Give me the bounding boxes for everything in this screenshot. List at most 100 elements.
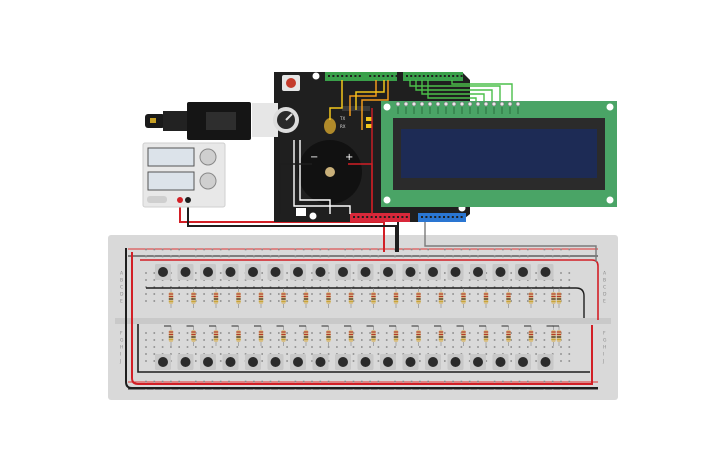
header-pin (401, 216, 404, 218)
power-supply-display-2 (147, 171, 195, 191)
terminal-hole (294, 293, 297, 295)
terminal-hole (377, 286, 380, 288)
pushbutton-cap (293, 267, 303, 277)
header-pin (438, 216, 441, 218)
terminal-hole (336, 293, 338, 295)
terminal-hole (468, 360, 471, 362)
pushbutton-cap (383, 357, 393, 367)
power-supply-switch[interactable] (147, 196, 167, 203)
terminal-hole (228, 339, 230, 341)
power-supply-knob-voltage[interactable] (199, 148, 217, 166)
terminal-hole (369, 332, 371, 334)
terminal-hole (493, 339, 496, 341)
resistor-band (236, 298, 241, 300)
terminal-hole (195, 279, 197, 281)
terminal-hole (161, 286, 164, 288)
header-pin (391, 75, 394, 77)
terminal-hole (344, 332, 346, 334)
pushbutton-cap (540, 357, 551, 367)
rail-hole (352, 380, 355, 383)
pushbutton-cap (338, 357, 348, 367)
terminal-hole (278, 300, 280, 302)
wire-yellow-1 (355, 80, 385, 110)
resistor-band (281, 300, 286, 303)
rail-hole (369, 255, 371, 258)
resistor-band (371, 338, 376, 341)
terminal-hole (269, 300, 272, 302)
terminal-hole (344, 300, 346, 302)
terminal-hole (145, 272, 147, 274)
terminal-hole (377, 339, 380, 341)
terminal-hole (394, 279, 396, 281)
rail-hole (352, 248, 355, 251)
terminal-hole (261, 353, 263, 355)
rx-label: RX (340, 124, 346, 129)
power-supply-icon (142, 142, 226, 208)
resistor-band (483, 338, 489, 341)
resistor-band (348, 295, 354, 298)
rail-hole (527, 380, 529, 383)
terminal-hole (568, 272, 571, 274)
pushbutton-cap (450, 267, 461, 277)
resistor-band (506, 295, 511, 298)
row-letter: C (603, 285, 606, 291)
resistor-band (416, 293, 421, 295)
resistor-band (438, 295, 444, 298)
rail-hole (444, 380, 446, 383)
terminal-hole (286, 272, 288, 274)
rail-hole (211, 380, 214, 383)
resistor-band (551, 338, 556, 341)
terminal-hole (186, 286, 189, 288)
row-letter: I (120, 352, 121, 358)
terminal-hole (269, 286, 272, 288)
rail-hole (244, 255, 247, 258)
resistor-band (393, 338, 399, 341)
resistor-band (236, 338, 241, 341)
header-pin (410, 75, 413, 77)
lcd-pin-trace (501, 107, 503, 114)
resistor-band (393, 333, 399, 336)
terminal-hole (145, 286, 147, 288)
terminal-hole (502, 346, 504, 348)
terminal-hole (352, 360, 355, 362)
row-letter: B (120, 278, 123, 284)
lcd-pin (467, 101, 473, 107)
rail-hole (344, 255, 346, 258)
resistor-band (168, 293, 174, 295)
resistor-band (236, 331, 241, 333)
lcd-pin (403, 101, 409, 107)
resistor-band (326, 300, 331, 303)
terminal-hole (336, 300, 338, 302)
resistor-band (416, 295, 421, 298)
terminal-hole (352, 286, 355, 288)
header-pin (451, 216, 454, 218)
rail-hole (219, 380, 222, 383)
resistor-band (326, 333, 331, 336)
resistor-band (461, 293, 466, 295)
wire-black-mid (146, 287, 585, 318)
terminal-hole (468, 332, 471, 334)
terminal-hole (568, 346, 571, 348)
terminal-hole (294, 339, 297, 341)
terminal-hole (269, 339, 272, 341)
row-letter: J (602, 359, 604, 365)
terminal-hole (286, 286, 288, 288)
terminal-hole (485, 346, 488, 348)
terminal-hole (385, 332, 388, 334)
header-pin (400, 75, 402, 77)
header-pin (431, 75, 434, 77)
rail-hole (170, 255, 172, 258)
terminal-hole (477, 293, 479, 295)
resistor-band (551, 300, 556, 303)
terminal-hole (195, 293, 197, 295)
header-pin (414, 75, 417, 77)
terminal-hole (203, 339, 205, 341)
terminal-hole (261, 272, 263, 274)
lcd-pin-trace (445, 107, 447, 114)
lcd-pin (427, 101, 433, 107)
power-supply-knob-current[interactable] (199, 172, 217, 190)
terminal-hole (377, 353, 380, 355)
terminal-hole (352, 293, 355, 295)
terminal-hole (568, 332, 571, 334)
